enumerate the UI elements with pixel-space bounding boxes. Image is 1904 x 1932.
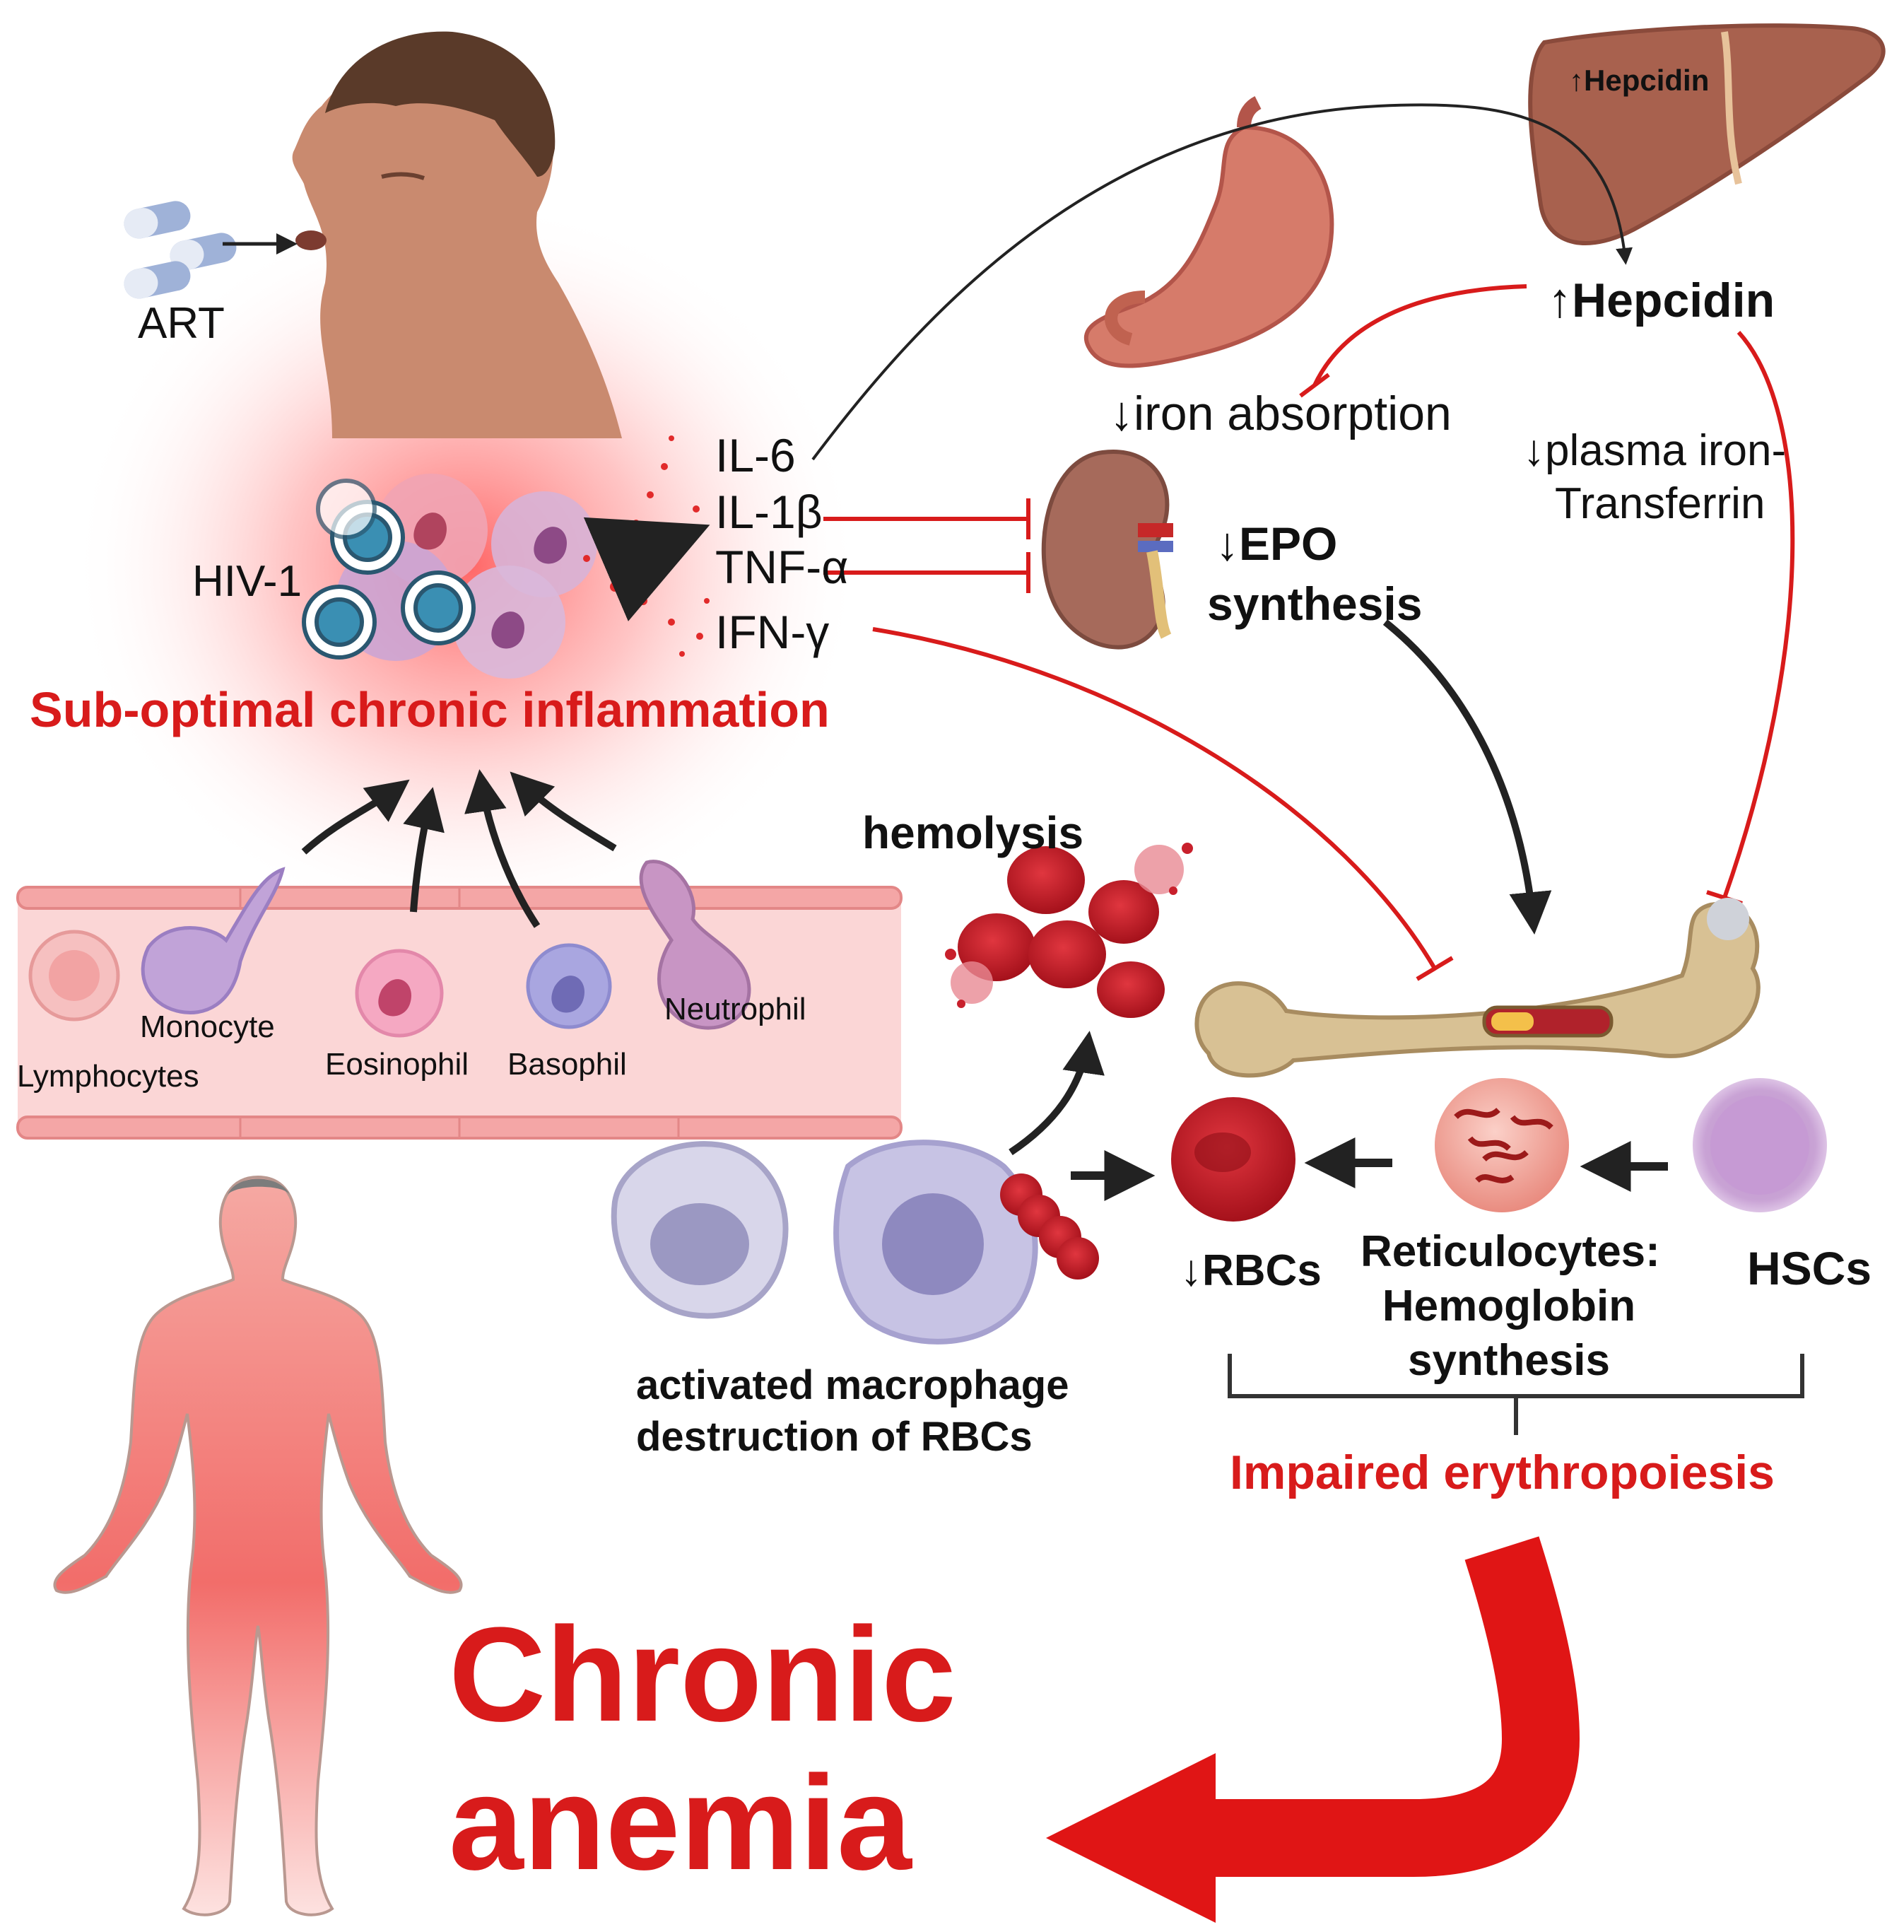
neutrophil-label: Neutrophil bbox=[664, 992, 806, 1026]
inhibition-lines bbox=[823, 284, 1795, 981]
stomach-illustration bbox=[1084, 96, 1334, 368]
macrophage-to-hemolysis-arrow bbox=[1009, 1031, 1105, 1156]
monocyte-label: Monocyte bbox=[140, 1009, 275, 1044]
hiv-label: HIV-1 bbox=[192, 557, 302, 606]
body-hair bbox=[228, 1178, 290, 1195]
art-label: ART bbox=[138, 299, 225, 348]
hepcidin-label: ↑Hepcidin bbox=[1548, 274, 1775, 327]
anemia-outcome-arrow bbox=[1046, 1536, 1580, 1923]
bone-marrow-illustration bbox=[1194, 898, 1761, 1078]
chronic-anemia-title-2: anemia bbox=[449, 1748, 912, 1898]
eosinophil-label: Eosinophil bbox=[325, 1047, 469, 1082]
human-body-silhouette bbox=[53, 1175, 463, 1916]
macrophage-label-2: destruction of RBCs bbox=[636, 1414, 1033, 1460]
iron-absorption-label: ↓iron absorption bbox=[1110, 387, 1452, 440]
reticulocytes-label-1: Reticulocytes: bbox=[1361, 1227, 1660, 1276]
hiv-virus-icon bbox=[302, 479, 476, 660]
cytokine-release-arrow bbox=[583, 517, 710, 621]
epo-label-2: synthesis bbox=[1207, 578, 1423, 630]
pill-icon bbox=[124, 201, 237, 299]
plasma-iron-label-2: Transferrin bbox=[1555, 479, 1765, 528]
macrophage-label-1: activated macrophage bbox=[636, 1362, 1069, 1408]
epo-to-bone-arrow bbox=[1382, 619, 1552, 935]
reticulocyte-cell bbox=[1435, 1078, 1569, 1212]
inflammation-title: Sub-optimal chronic inflammation bbox=[30, 682, 830, 737]
blood-vessel bbox=[16, 886, 903, 1140]
rbcs-label: ↓RBCs bbox=[1180, 1246, 1322, 1295]
erythropoiesis-bracket bbox=[1228, 1354, 1804, 1435]
vessel-leukocytes bbox=[28, 860, 751, 1038]
cytokine-il6: IL-6 bbox=[715, 429, 796, 481]
liver-hepcidin-label: ↑Hepcidin bbox=[1569, 64, 1710, 97]
hsc-cell bbox=[1693, 1078, 1827, 1212]
reticulocytes-label-2: Hemoglobin bbox=[1382, 1282, 1636, 1330]
il6-to-liver-arrow bbox=[811, 103, 1633, 461]
macrophage-cells bbox=[611, 1140, 1099, 1345]
cytokine-ifng: IFN-γ bbox=[715, 606, 830, 658]
chronic-anemia-title-1: Chronic bbox=[449, 1600, 956, 1750]
hscs-label: HSCs bbox=[1747, 1242, 1872, 1294]
head-profile-illustration bbox=[292, 31, 622, 438]
hemolysis-rbcs bbox=[945, 843, 1193, 1018]
liver-illustration bbox=[1528, 23, 1886, 245]
lymphocytes-label: Lymphocytes bbox=[17, 1059, 199, 1094]
epo-label-1: ↓EPO bbox=[1216, 517, 1338, 570]
extravasation-arrows bbox=[301, 769, 617, 928]
rbc-cell bbox=[1171, 1097, 1295, 1222]
reticulocytes-label-3: synthesis bbox=[1407, 1336, 1611, 1385]
cytokine-tnfa: TNF-α bbox=[715, 541, 849, 593]
hemolysis-label: hemolysis bbox=[862, 807, 1084, 858]
kidney-illustration bbox=[1041, 450, 1173, 650]
basophil-label: Basophil bbox=[507, 1047, 627, 1082]
impaired-erythropoiesis-label: Impaired erythropoiesis bbox=[1230, 1446, 1775, 1499]
plasma-iron-label-1: ↓plasma iron- bbox=[1523, 426, 1787, 475]
maturation-arrows bbox=[1071, 1137, 1668, 1201]
cytokine-il1b: IL-1β bbox=[715, 486, 823, 538]
